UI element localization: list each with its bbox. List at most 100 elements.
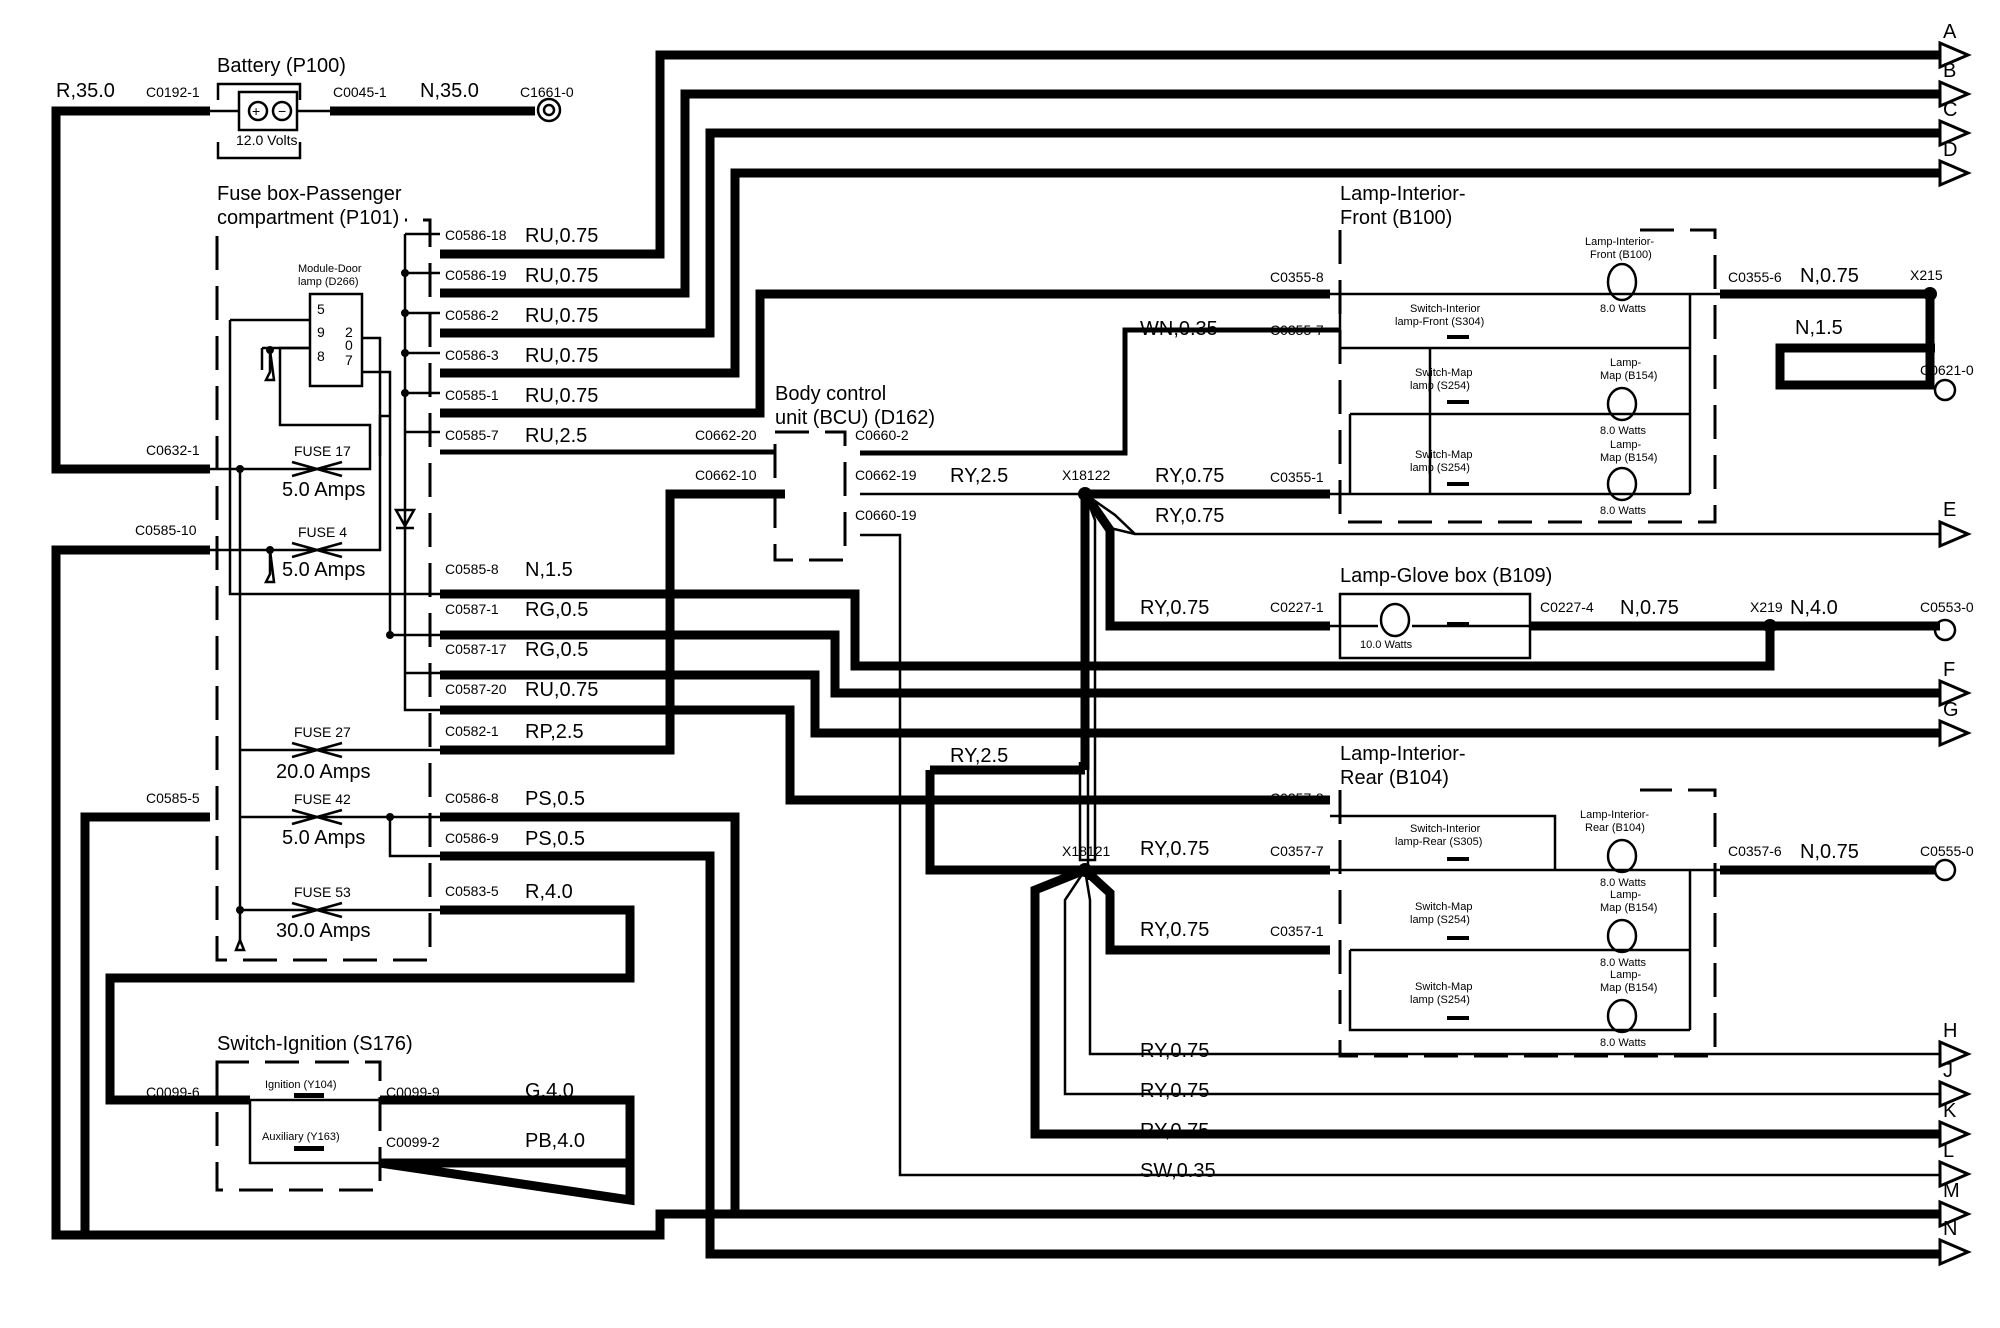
svg-text:N,1.5: N,1.5 bbox=[525, 559, 573, 581]
fuse-4: FUSE 4 5.0 Amps bbox=[282, 524, 365, 581]
svg-text:RY,0.75: RY,0.75 bbox=[1140, 1080, 1209, 1102]
svg-text:C0583-5: C0583-5 bbox=[445, 883, 499, 899]
svg-text:Rear (B104): Rear (B104) bbox=[1585, 822, 1645, 834]
svg-text:RY,2.5: RY,2.5 bbox=[950, 745, 1008, 767]
svg-text:lamp (S254): lamp (S254) bbox=[1410, 462, 1470, 474]
svg-text:C0099-6: C0099-6 bbox=[146, 1084, 200, 1100]
svg-text:C0587-1: C0587-1 bbox=[445, 601, 499, 617]
svg-text:N,0.75: N,0.75 bbox=[1800, 265, 1859, 287]
svg-text:C0662-20: C0662-20 bbox=[695, 427, 757, 443]
svg-text:8.0 Watts: 8.0 Watts bbox=[1600, 957, 1647, 969]
svg-text:RY,0.75: RY,0.75 bbox=[1140, 597, 1209, 619]
fusebox-connector-labels: C0632-1 C0585-10 C0585-5 C0586-18 C0586-… bbox=[135, 227, 507, 899]
svg-text:C0585-7: C0585-7 bbox=[445, 427, 499, 443]
svg-text:C0555-0: C0555-0 bbox=[1920, 843, 1974, 859]
svg-text:unit (BCU) (D162): unit (BCU) (D162) bbox=[775, 407, 935, 429]
svg-text:D: D bbox=[1943, 139, 1957, 161]
svg-text:G: G bbox=[1943, 699, 1959, 721]
switch-ignition: Switch-Ignition (S176) Ignition (Y104) A… bbox=[146, 1033, 440, 1192]
svg-text:Switch-Map: Switch-Map bbox=[1415, 981, 1472, 993]
svg-text:RY,2.5: RY,2.5 bbox=[950, 465, 1008, 487]
svg-text:RU,0.75: RU,0.75 bbox=[525, 305, 598, 327]
svg-text:PS,0.5: PS,0.5 bbox=[525, 788, 585, 810]
fuse-53: FUSE 53 30.0 Amps bbox=[276, 884, 371, 942]
svg-text:C0621-0: C0621-0 bbox=[1920, 362, 1974, 378]
svg-text:RU,2.5: RU,2.5 bbox=[525, 425, 587, 447]
svg-text:Switch-Ignition (S176): Switch-Ignition (S176) bbox=[217, 1033, 413, 1055]
svg-text:N: N bbox=[1943, 1218, 1957, 1240]
fuse-42: FUSE 42 5.0 Amps bbox=[282, 791, 365, 849]
svg-text:compartment (P101): compartment (P101) bbox=[217, 207, 399, 229]
svg-text:Front (B100): Front (B100) bbox=[1590, 249, 1652, 261]
svg-text:Map (B154): Map (B154) bbox=[1600, 370, 1657, 382]
svg-text:N,0.75: N,0.75 bbox=[1800, 841, 1859, 863]
svg-text:8.0 Watts: 8.0 Watts bbox=[1600, 505, 1647, 517]
svg-text:lamp (S254): lamp (S254) bbox=[1410, 380, 1470, 392]
svg-text:E: E bbox=[1943, 499, 1956, 521]
svg-text:N,35.0: N,35.0 bbox=[420, 80, 479, 102]
svg-text:PB,4.0: PB,4.0 bbox=[525, 1130, 585, 1152]
svg-text:lamp (S254): lamp (S254) bbox=[1410, 994, 1470, 1006]
svg-text:C0662-19: C0662-19 bbox=[855, 467, 917, 483]
svg-text:C0586-9: C0586-9 bbox=[445, 830, 499, 846]
svg-text:C0586-8: C0586-8 bbox=[445, 790, 499, 806]
svg-text:8.0 Watts: 8.0 Watts bbox=[1600, 1037, 1647, 1049]
svg-text:Ignition (Y104): Ignition (Y104) bbox=[265, 1079, 337, 1091]
svg-text:Switch-Interior: Switch-Interior bbox=[1410, 303, 1481, 315]
svg-text:C0586-3: C0586-3 bbox=[445, 347, 499, 363]
svg-text:X18121: X18121 bbox=[1062, 843, 1110, 859]
svg-text:Switch-Map: Switch-Map bbox=[1415, 449, 1472, 461]
svg-text:Lamp-Interior-: Lamp-Interior- bbox=[1340, 183, 1466, 205]
svg-text:Map (B154): Map (B154) bbox=[1600, 982, 1657, 994]
svg-text:C0660-2: C0660-2 bbox=[855, 427, 909, 443]
svg-text:C0585-10: C0585-10 bbox=[135, 522, 197, 538]
svg-text:RU,0.75: RU,0.75 bbox=[525, 679, 598, 701]
svg-text:Switch-Map: Switch-Map bbox=[1415, 367, 1472, 379]
svg-text:FUSE 53: FUSE 53 bbox=[294, 884, 351, 900]
svg-text:C0227-1: C0227-1 bbox=[1270, 599, 1324, 615]
lamp-interior-rear: Lamp-Interior- Rear (B104) C0357-8 C0357… bbox=[1270, 743, 1974, 1058]
svg-text:Lamp-: Lamp- bbox=[1610, 357, 1642, 369]
svg-text:30.0 Amps: 30.0 Amps bbox=[276, 920, 371, 942]
svg-text:C0227-4: C0227-4 bbox=[1540, 599, 1594, 615]
arrow-d: D bbox=[1938, 139, 1972, 188]
svg-text:C0587-20: C0587-20 bbox=[445, 681, 507, 697]
svg-text:RP,2.5: RP,2.5 bbox=[525, 721, 584, 743]
svg-text:lamp (S254): lamp (S254) bbox=[1410, 914, 1470, 926]
svg-text:C0355-7: C0355-7 bbox=[1270, 322, 1324, 338]
svg-text:Lamp-Interior-: Lamp-Interior- bbox=[1585, 236, 1654, 248]
svg-text:Lamp-: Lamp- bbox=[1610, 889, 1642, 901]
svg-text:+: + bbox=[252, 103, 260, 119]
svg-text:R,4.0: R,4.0 bbox=[525, 881, 573, 903]
svg-text:Map (B154): Map (B154) bbox=[1600, 452, 1657, 464]
fuse-box: Fuse box-Passenger compartment (P101) Mo… bbox=[210, 183, 440, 962]
svg-text:C0587-17: C0587-17 bbox=[445, 641, 507, 657]
arrow-g: G bbox=[1938, 699, 1972, 748]
lamp-glove-box: Lamp-Glove box (B109) 10.0 Watts C0227-1… bbox=[1270, 565, 1974, 660]
svg-text:RY,0.75: RY,0.75 bbox=[1155, 465, 1224, 487]
svg-text:RG,0.5: RG,0.5 bbox=[525, 599, 588, 621]
svg-text:Battery (P100): Battery (P100) bbox=[217, 55, 346, 77]
svg-text:8: 8 bbox=[317, 348, 325, 364]
svg-text:SW,0.35: SW,0.35 bbox=[1140, 1160, 1216, 1182]
svg-text:RY,0.75: RY,0.75 bbox=[1140, 1120, 1209, 1142]
svg-text:Auxiliary (Y163): Auxiliary (Y163) bbox=[262, 1131, 340, 1143]
svg-text:Rear (B104): Rear (B104) bbox=[1340, 767, 1449, 789]
wires bbox=[51, 50, 1940, 1259]
svg-text:5.0 Amps: 5.0 Amps bbox=[282, 479, 365, 501]
svg-text:Lamp-: Lamp- bbox=[1610, 969, 1642, 981]
svg-text:lamp-Front (S304): lamp-Front (S304) bbox=[1395, 316, 1484, 328]
svg-text:RY,0.75: RY,0.75 bbox=[1140, 919, 1209, 941]
svg-text:9: 9 bbox=[317, 324, 325, 340]
svg-text:C0099-9: C0099-9 bbox=[386, 1084, 440, 1100]
svg-text:C0192-1: C0192-1 bbox=[146, 84, 200, 100]
svg-text:WN,0.35: WN,0.35 bbox=[1140, 318, 1218, 340]
arrow-k: K bbox=[1938, 1100, 1972, 1149]
svg-text:C0045-1: C0045-1 bbox=[333, 84, 387, 100]
svg-text:X219: X219 bbox=[1750, 599, 1783, 615]
splice-labels: X18122 X18121 X215 X219 WN,0.35 RY,0.75 … bbox=[525, 265, 1943, 1182]
fuse-17: FUSE 17 5.0 Amps bbox=[282, 443, 365, 501]
svg-text:J: J bbox=[1943, 1060, 1953, 1082]
svg-text:C0585-5: C0585-5 bbox=[146, 790, 200, 806]
